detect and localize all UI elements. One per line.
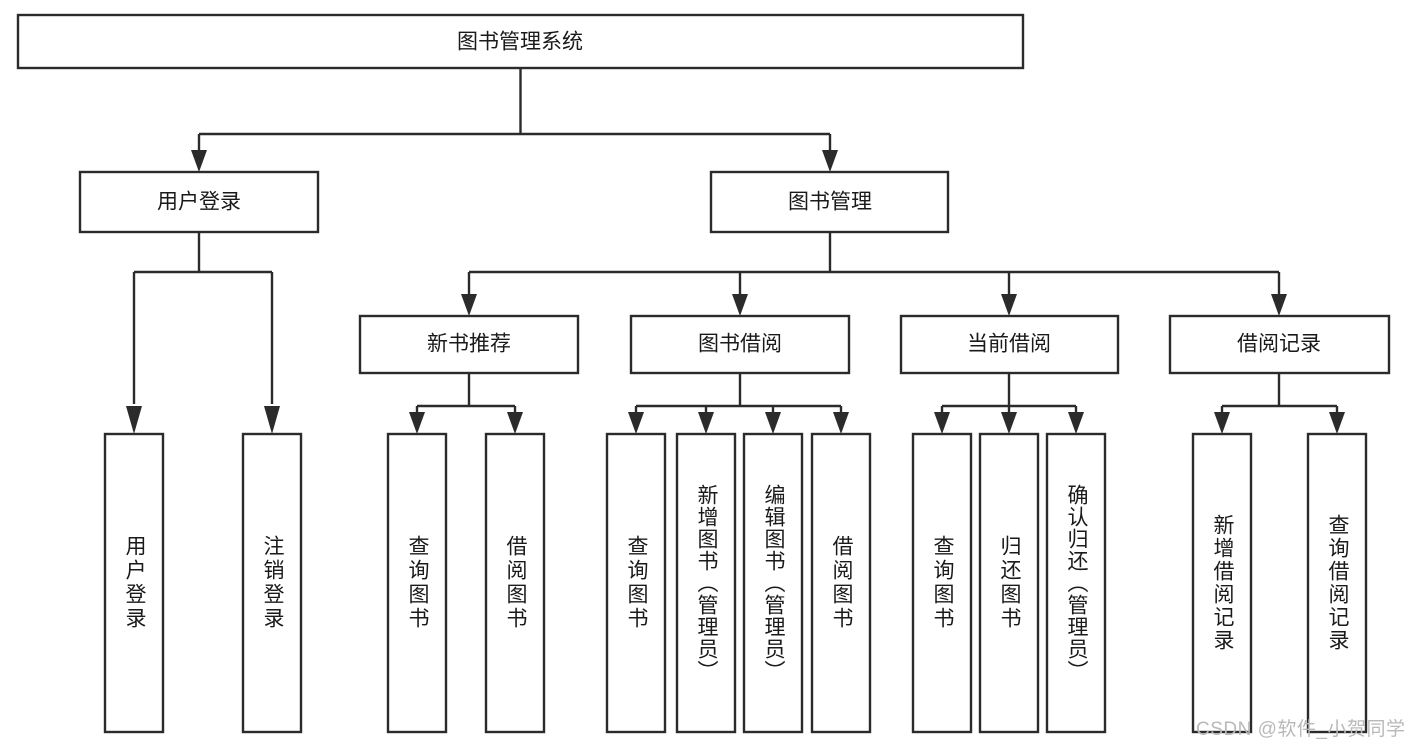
arrow-to-leaf-borrow-add — [698, 412, 714, 434]
leaf-user-logout-rect[interactable] — [241, 432, 303, 734]
node-user-login-label: 用户登录 — [157, 191, 241, 214]
node-book-borrow-rect[interactable] — [629, 314, 851, 375]
leaf-rec-query-rect[interactable] — [386, 432, 448, 734]
node-user-login-rect[interactable] — [78, 170, 320, 234]
arrow-to-book-borrow — [732, 294, 748, 316]
node-root-rect[interactable] — [16, 13, 1025, 70]
node-book-borrow[interactable]: 图书借阅 — [629, 314, 851, 375]
leaf-borrow-lend-rect[interactable] — [810, 432, 872, 734]
node-root[interactable]: 图书管理系统 — [16, 13, 1025, 70]
arrow-to-leaf-rec-add — [1214, 412, 1230, 434]
csdn-watermark: CSDN @软件_小贺同学 — [1196, 719, 1405, 740]
arrow-to-leaf-rec-query-record — [1329, 412, 1345, 434]
arrow-to-leaf-user-login — [126, 406, 142, 434]
node-current-borrow-label: 当前借阅 — [967, 333, 1051, 356]
connector-group — [126, 68, 1345, 434]
leaf-cur-return-rect[interactable] — [978, 432, 1040, 734]
node-user-login[interactable]: 用户登录 — [78, 170, 320, 234]
arrow-to-leaf-rec-borrow — [507, 412, 523, 434]
node-current-borrow-rect[interactable] — [899, 314, 1120, 375]
arrow-to-leaf-user-logout — [264, 406, 280, 434]
arrow-to-leaf-rec-query — [409, 412, 425, 434]
leaf-borrow-add-rect[interactable] — [675, 432, 737, 734]
arrow-to-book-manage — [822, 150, 838, 172]
arrow-to-leaf-borrow-query — [628, 412, 644, 434]
arrow-to-current-borrow — [1001, 294, 1017, 316]
node-new-book-rec-rect[interactable] — [358, 314, 580, 375]
leaf-cur-confirm-rect[interactable] — [1045, 432, 1107, 734]
node-book-manage-label: 图书管理 — [788, 191, 872, 214]
node-book-manage[interactable]: 图书管理 — [709, 170, 950, 234]
leaf-rec-borrow-rect[interactable] — [484, 432, 546, 734]
leaf-cur-query-rect[interactable] — [911, 432, 973, 734]
node-root-label: 图书管理系统 — [457, 31, 583, 54]
leaf-borrow-edit-rect[interactable] — [742, 432, 804, 734]
arrow-to-new-book-rec — [461, 294, 477, 316]
leaf-rec-add-rect[interactable] — [1191, 432, 1253, 734]
node-borrow-record-label: 借阅记录 — [1237, 333, 1321, 356]
leaf-rec-query-record-rect[interactable] — [1306, 432, 1368, 734]
arrow-to-leaf-cur-query — [934, 412, 950, 434]
arrow-to-leaf-cur-return — [1001, 412, 1017, 434]
node-book-manage-rect[interactable] — [709, 170, 950, 234]
node-new-book-rec-label: 新书推荐 — [427, 333, 511, 356]
node-borrow-record-rect[interactable] — [1168, 314, 1391, 375]
node-book-borrow-label: 图书借阅 — [698, 333, 782, 356]
leaf-user-login-rect[interactable] — [103, 432, 165, 734]
node-new-book-rec[interactable]: 新书推荐 — [358, 314, 580, 375]
arrow-to-leaf-cur-confirm — [1068, 412, 1084, 434]
arrow-to-leaf-borrow-lend — [833, 412, 849, 434]
node-borrow-record[interactable]: 借阅记录 — [1168, 314, 1391, 375]
arrow-to-leaf-borrow-edit — [765, 412, 781, 434]
leaf-borrow-query-rect[interactable] — [605, 432, 667, 734]
arrow-to-user-login — [191, 150, 207, 172]
node-current-borrow[interactable]: 当前借阅 — [899, 314, 1120, 375]
arrow-to-borrow-record — [1271, 294, 1287, 316]
